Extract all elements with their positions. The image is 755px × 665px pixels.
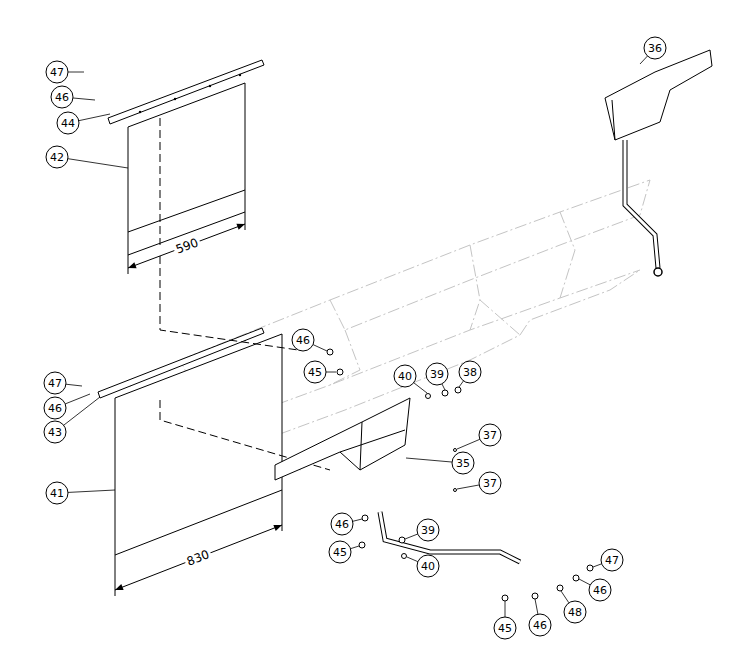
- callout-number: 47: [605, 555, 619, 566]
- dimension-label: 590: [172, 236, 201, 257]
- callout-circle: [529, 614, 551, 636]
- leader-line: [68, 490, 115, 492]
- lower-flap: [98, 328, 282, 555]
- rail-holes: [129, 74, 246, 386]
- leader-line: [65, 394, 90, 404]
- callout-number: 45: [333, 547, 347, 558]
- callout-circle: [459, 361, 481, 383]
- callout-number: 35: [456, 458, 470, 469]
- callout-circle: [292, 329, 314, 351]
- leader-line: [640, 56, 647, 64]
- callout-number: 45: [498, 623, 512, 634]
- callout-number: 39: [421, 525, 435, 536]
- callout-number: 43: [48, 427, 62, 438]
- rod-35: [380, 512, 520, 562]
- leader-line: [505, 601, 506, 617]
- callout-number: 47: [48, 378, 62, 389]
- callout-number: 39: [430, 369, 444, 380]
- bracket-35: [275, 398, 410, 480]
- callout-number: 46: [533, 620, 547, 631]
- leader-line: [407, 557, 418, 562]
- callout-circle: [426, 363, 448, 385]
- callout-number: 40: [421, 561, 435, 572]
- leader-line: [535, 599, 538, 614]
- callout-circle: [57, 112, 79, 134]
- leader-line: [79, 114, 110, 121]
- leader-line: [66, 384, 82, 386]
- callout-number: 46: [335, 519, 349, 530]
- bracket-36: [605, 50, 712, 140]
- callout-circle: [46, 482, 68, 504]
- callout-circle: [494, 617, 516, 639]
- callout-number: 37: [483, 430, 497, 441]
- dimension-590: [128, 212, 245, 274]
- callout-circle: [564, 601, 586, 623]
- leader-line: [561, 591, 569, 603]
- callout-circle: [46, 146, 68, 168]
- leader-line: [579, 579, 590, 585]
- leader-line: [405, 534, 418, 539]
- leader-line: [414, 383, 427, 393]
- leader-line: [406, 458, 452, 462]
- callout-circle: [452, 452, 474, 474]
- callout-circle: [329, 541, 351, 563]
- callout-number: 46: [593, 585, 607, 596]
- callout-circle: [44, 397, 66, 419]
- leader-line: [459, 381, 463, 387]
- callout-circle: [51, 86, 73, 108]
- callout-number: 36: [648, 43, 662, 54]
- leader-line: [73, 98, 95, 100]
- callout-circle: [479, 472, 501, 494]
- rod-36: [625, 140, 662, 276]
- callout-number: 46: [296, 335, 310, 346]
- callout-number: 42: [50, 152, 64, 163]
- leader-line: [442, 384, 445, 390]
- assembly-line: [160, 256, 330, 470]
- callout-number: 37: [483, 478, 497, 489]
- callout-circle: [331, 513, 353, 535]
- callout-circle: [44, 421, 66, 443]
- callout-number: 46: [48, 403, 62, 414]
- leader-line: [313, 345, 327, 351]
- leader-line: [457, 439, 480, 449]
- hardware: [327, 349, 593, 601]
- callout-number: 45: [308, 367, 322, 378]
- callout-number: 46: [55, 92, 69, 103]
- leader-line: [326, 372, 336, 373]
- leader-line: [353, 519, 362, 521]
- callout-number: 47: [50, 67, 64, 78]
- callout-number: 48: [568, 607, 582, 618]
- callout-number: 44: [61, 118, 75, 129]
- callout-circle: [589, 579, 611, 601]
- callout-circle: [44, 372, 66, 394]
- callout-circle: [304, 361, 326, 383]
- leader-line: [457, 485, 479, 489]
- callout-number: 40: [398, 371, 412, 382]
- callout-circle: [46, 61, 68, 83]
- leader-line: [64, 397, 100, 425]
- leader-line: [68, 159, 128, 168]
- leader-line: [68, 72, 84, 73]
- dimension-label: 830: [183, 548, 212, 569]
- callout-circle: [394, 365, 416, 387]
- callout-circle: [644, 37, 666, 59]
- callout-circle: [417, 519, 439, 541]
- callout-circle: [601, 549, 623, 571]
- callout-number: 41: [50, 488, 64, 499]
- callout-circle: [479, 424, 501, 446]
- callout-number: 38: [463, 367, 477, 378]
- leader-line: [350, 546, 359, 549]
- dimension-830: [115, 490, 282, 596]
- callout-circle: [417, 555, 439, 577]
- leader-line: [593, 564, 602, 567]
